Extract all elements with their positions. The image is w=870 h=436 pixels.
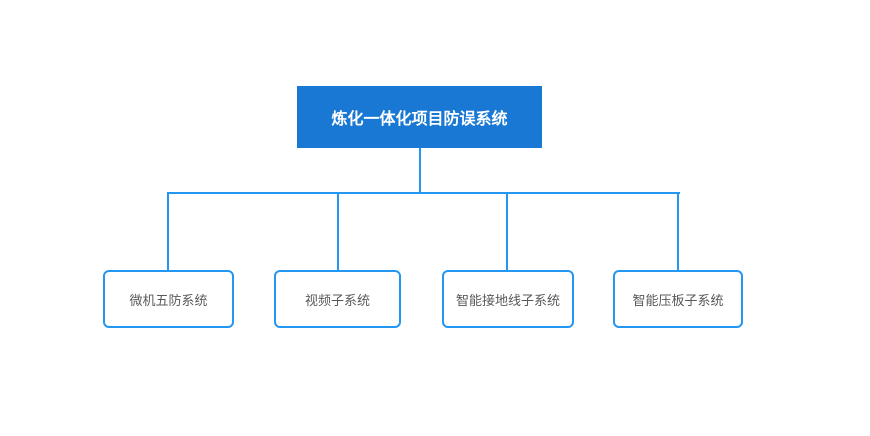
connector-root-stub bbox=[419, 148, 421, 193]
child-node-label: 视频子系统 bbox=[304, 292, 370, 308]
connector-drop-1 bbox=[167, 192, 169, 272]
child-node-video: 视频子系统 bbox=[274, 270, 401, 328]
child-node-wujifang: 微机五防系统 bbox=[103, 270, 234, 328]
child-node-label: 智能压板子系统 bbox=[632, 292, 724, 308]
child-node-label: 微机五防系统 bbox=[129, 292, 208, 308]
root-node: 炼化一体化项目防误系统 bbox=[297, 86, 542, 148]
child-node-pressure-plate: 智能压板子系统 bbox=[613, 270, 743, 328]
connector-drop-4 bbox=[677, 192, 679, 272]
connector-drop-3 bbox=[506, 192, 508, 272]
child-node-grounding-wire: 智能接地线子系统 bbox=[442, 270, 574, 328]
connector-drop-2 bbox=[337, 192, 339, 272]
root-node-label: 炼化一体化项目防误系统 bbox=[331, 111, 508, 128]
connector-horizontal-rail bbox=[167, 192, 680, 194]
child-node-label: 智能接地线子系统 bbox=[455, 292, 560, 308]
